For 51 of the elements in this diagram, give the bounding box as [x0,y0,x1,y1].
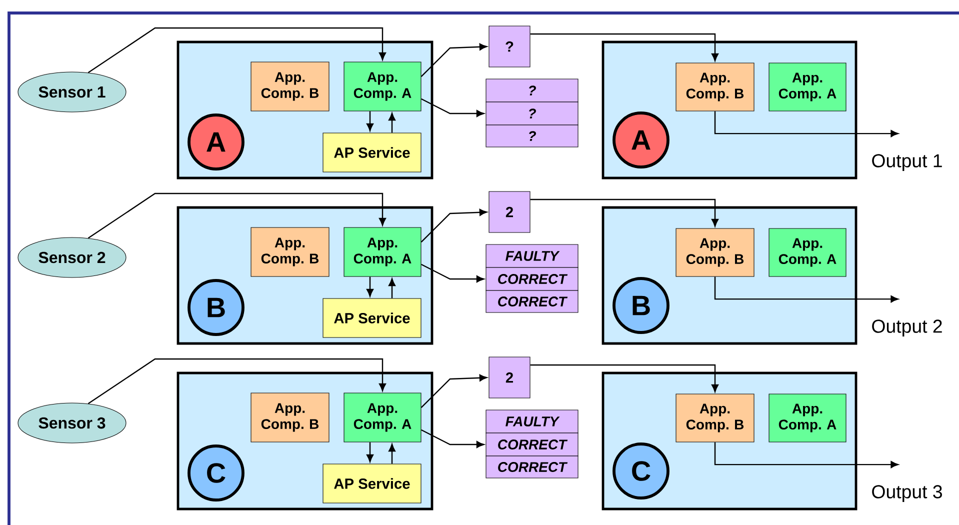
service-box: AP Service [322,298,422,338]
result-cell: ? [486,78,578,102]
arrow [88,192,386,239]
result-cell: FAULTY [486,410,578,434]
component-box: App. Comp. B [676,394,754,442]
arrow [366,276,374,297]
arrow [530,33,718,62]
arrow [530,364,718,392]
output-label: Output 2 [872,320,942,337]
arrow [420,43,488,78]
arrow [88,27,386,74]
result-cell: ? [486,102,578,126]
arrow [421,429,484,448]
vote-box: 2 [488,356,530,398]
arrow [366,442,374,462]
component-box: App. Comp. B [250,62,330,112]
component-box: App. Comp. B [250,392,330,442]
service-box: AP Service [322,464,422,504]
arrow [388,444,396,464]
component-box: App. Comp. B [676,228,754,277]
result-cell: CORRECT [486,432,578,456]
component-box: App. Comp. A [768,228,846,277]
component-box: App. Comp. A [768,394,846,442]
vote-box: 2 [488,191,530,233]
result-cell: ? [486,124,578,148]
arrow [421,98,484,117]
component-box: App. Comp. A [344,392,422,442]
arrow [714,276,898,303]
output-label: Output 3 [872,485,942,502]
arrow [88,358,386,404]
component-box: App. Comp. A [344,62,422,112]
arrow [714,442,898,468]
arrow [420,374,488,408]
arrow [366,111,374,132]
result-cell: CORRECT [486,456,578,478]
component-box: App. Comp. A [768,62,846,112]
component-box: App. Comp. B [676,62,754,112]
result-cell: CORRECT [486,290,578,313]
component-box: App. Comp. B [250,227,330,277]
result-cell: CORRECT [486,267,578,291]
arrow [714,111,898,138]
arrow [530,198,718,227]
component-box: App. Comp. A [344,227,422,277]
arrow [388,112,396,133]
service-box: AP Service [322,132,422,172]
arrow [420,208,488,243]
vote-box: ? [488,26,530,68]
output-label: Output 1 [872,154,942,172]
arrow [388,278,396,298]
arrow [421,264,484,282]
result-cell: FAULTY [486,244,578,268]
